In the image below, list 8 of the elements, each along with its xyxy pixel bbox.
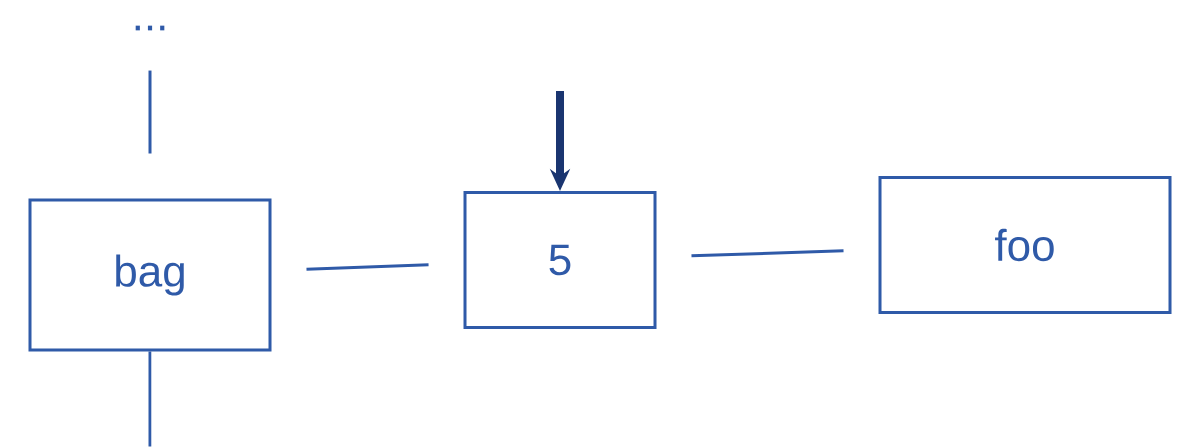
connector-line	[148, 351, 152, 447]
list-box: foo	[878, 176, 1172, 314]
connector-line	[306, 263, 429, 271]
list-box: 5	[463, 191, 657, 329]
connector-line	[148, 70, 152, 154]
ellipsis-text: ...	[135, 25, 165, 31]
list-box: bag	[28, 198, 272, 352]
connector-line	[691, 249, 844, 258]
